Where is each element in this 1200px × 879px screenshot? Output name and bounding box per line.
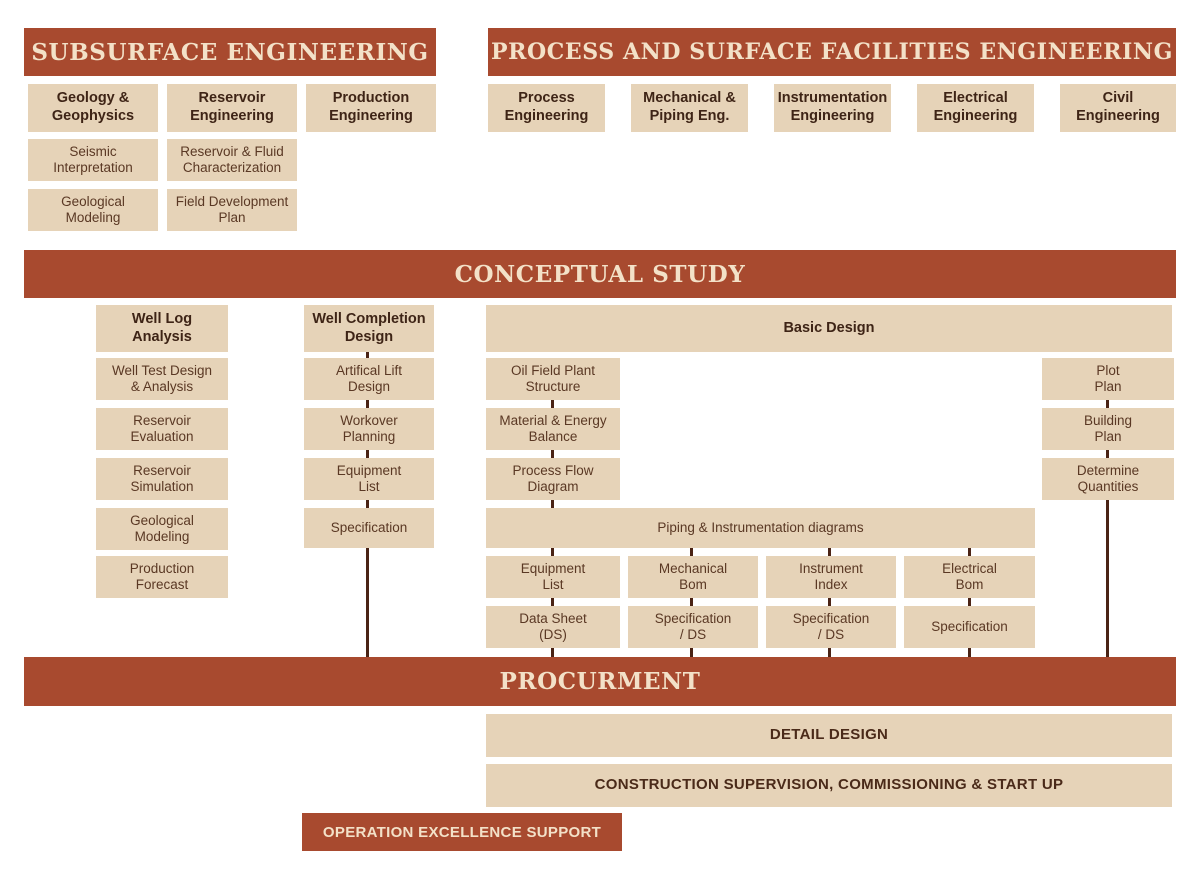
connector-line [551,598,554,606]
detail-design-bar: DETAIL DESIGN [486,714,1172,757]
task-piping-instrumentation-diagrams: Piping & Instrumentation diagrams [486,508,1035,548]
connector-line [968,648,971,657]
task-determine-quantities: Determine Quantities [1042,458,1174,500]
dept-civil-engineering: Civil Engineering [1060,84,1176,132]
connector-line [690,548,693,556]
operation-excellence-support-bar: OPERATION EXCELLENCE SUPPORT [302,813,622,851]
connector-line [1106,450,1109,458]
connector-line [366,400,369,408]
task-specification-ds-instrument: Specification / DS [766,606,896,648]
task-specification-electrical: Specification [904,606,1035,648]
task-artifical-lift-design: Artifical Lift Design [304,358,434,400]
task-specification-ds-mechanical: Specification / DS [628,606,758,648]
task-electrical-bom: Electrical Bom [904,556,1035,598]
task-reservoir-fluid-characterization: Reservoir & Fluid Characterization [167,139,297,181]
task-seismic-interpretation: Seismic Interpretation [28,139,158,181]
task-geological-modeling: Geological Modeling [28,189,158,231]
procurement-banner: PROCURMENT [24,657,1176,706]
connector-line [551,648,554,657]
dept-reservoir-engineering: Reservoir Engineering [167,84,297,132]
dept-process-engineering: Process Engineering [488,84,605,132]
task-specification-completion: Specification [304,508,434,548]
subsurface-engineering-banner: SUBSURFACE ENGINEERING [24,28,436,76]
connector-line [366,450,369,458]
task-equipment-list-basic: Equipment List [486,556,620,598]
basic-design-header: Basic Design [486,305,1172,352]
task-mechanical-bom: Mechanical Bom [628,556,758,598]
connector-line [551,548,554,556]
task-process-flow-diagram: Process Flow Diagram [486,458,620,500]
task-oil-field-plant-structure: Oil Field Plant Structure [486,358,620,400]
task-production-forecast: Production Forecast [96,556,228,598]
connector-line [968,598,971,606]
dept-electrical-engineering: Electrical Engineering [917,84,1034,132]
well-log-analysis-header: Well Log Analysis [96,305,228,352]
dept-geology-geophysics: Geology & Geophysics [28,84,158,132]
connector-line [968,548,971,556]
well-completion-design-header: Well Completion Design [304,305,434,352]
task-field-development-plan: Field Development Plan [167,189,297,231]
task-reservoir-simulation: Reservoir Simulation [96,458,228,500]
connector-line [551,450,554,458]
task-equipment-list-completion: Equipment List [304,458,434,500]
conceptual-study-banner: CONCEPTUAL STUDY [24,250,1176,298]
task-workover-planning: Workover Planning [304,408,434,450]
connector-line [366,500,369,508]
connector-line [690,648,693,657]
task-reservoir-evaluation: Reservoir Evaluation [96,408,228,450]
dept-production-engineering: Production Engineering [306,84,436,132]
connector-line [1106,400,1109,408]
task-material-energy-balance: Material & Energy Balance [486,408,620,450]
construction-supervision-bar: CONSTRUCTION SUPERVISION, COMMISSIONING … [486,764,1172,807]
connector-line [828,648,831,657]
task-building-plan: Building Plan [1042,408,1174,450]
connector-line [690,598,693,606]
connector-line [551,500,554,508]
task-geological-modeling-study: Geological Modeling [96,508,228,550]
task-well-test-design-analysis: Well Test Design & Analysis [96,358,228,400]
connector-line [366,352,369,358]
connector-line [1106,500,1109,657]
connector-line [366,548,369,657]
connector-line [551,400,554,408]
dept-instrumentation-engineering: Instrumentation Engineering [774,84,891,132]
task-data-sheet-ds: Data Sheet (DS) [486,606,620,648]
task-plot-plan: Plot Plan [1042,358,1174,400]
process-facilities-banner: PROCESS AND SURFACE FACILITIES ENGINEERI… [488,28,1176,76]
connector-line [828,548,831,556]
dept-mechanical-piping: Mechanical & Piping Eng. [631,84,748,132]
connector-line [828,598,831,606]
task-instrument-index: Instrument Index [766,556,896,598]
